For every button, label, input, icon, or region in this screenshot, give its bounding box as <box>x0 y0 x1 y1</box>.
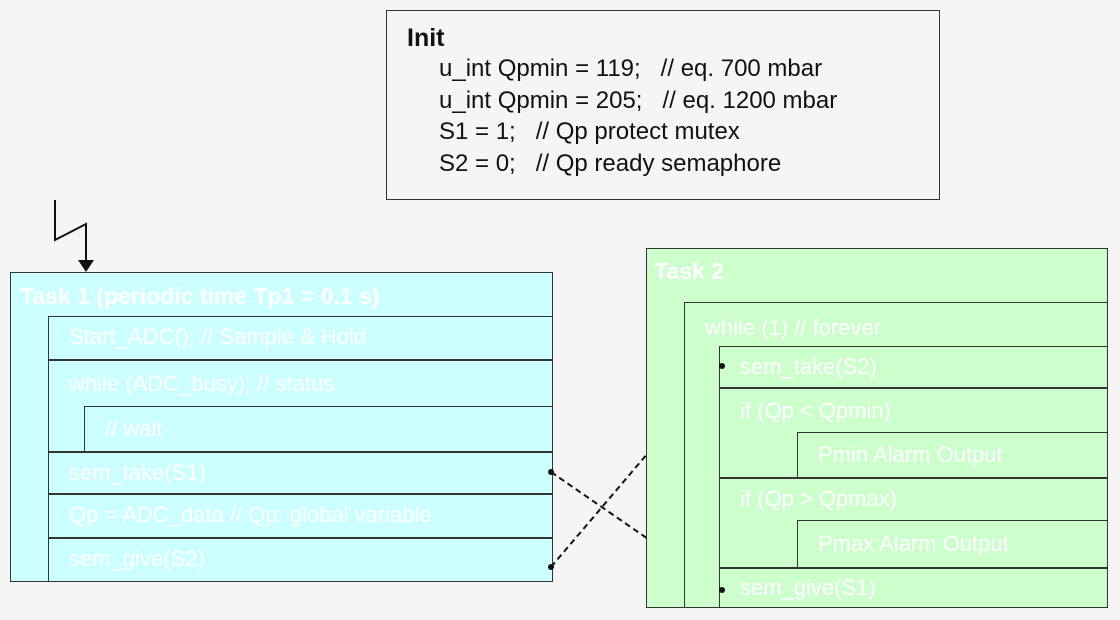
init-line-qpmax: u_int Qpmin = 205; // eq. 1200 mbar <box>439 86 838 114</box>
init-block: Init u_int Qpmin = 119; // eq. 700 mbar … <box>386 10 940 200</box>
task2-row-sem-give-s1: sem_give(S1) <box>719 568 1108 608</box>
task1-row-start-adc: Start_ADC(); // Sample & Hold <box>48 316 553 360</box>
init-line-s2: S2 = 0; // Qp ready semaphore <box>439 149 782 177</box>
task2-title: Task 2 <box>654 258 724 284</box>
task1-row-sem-give-s2: sem_give(S2) <box>48 538 553 582</box>
task2-row-pmin-alarm: Pmin Alarm Output <box>797 432 1108 478</box>
endpoint-task2-take-s2 <box>719 363 725 369</box>
endpoint-task1-take-s1 <box>548 469 554 475</box>
task2-row-sem-take-s2: sem_take(S2) <box>719 346 1108 388</box>
task1-row-wait: // wait <box>84 406 553 452</box>
task1-block <box>10 272 553 582</box>
task1-row-qp-assign: Qp = ADC_data // Qp: global variable <box>48 494 553 538</box>
endpoint-task2-give-s1 <box>719 587 725 593</box>
init-title: Init <box>407 24 445 52</box>
task1-row-sem-take-s1: sem_take(S1) <box>48 452 553 494</box>
endpoint-task1-give-s2 <box>548 564 554 570</box>
interrupt-arrow <box>54 200 94 272</box>
task2-row-if-qpmax: if (Qp > Qpmax) <box>719 478 1108 568</box>
task2-row-pmax-alarm: Pmax Alarm Output <box>797 520 1108 568</box>
task1-title: Task 1 (periodic time Tp1 = 0.1 s) <box>20 283 380 309</box>
link-give-s2-to-take-s2 <box>550 365 723 568</box>
init-line-s1: S1 = 1; // Qp protect mutex <box>439 118 740 145</box>
task2-block <box>646 248 1108 608</box>
init-line-qpmin: u_int Qpmin = 119; // eq. 700 mbar <box>439 55 823 82</box>
